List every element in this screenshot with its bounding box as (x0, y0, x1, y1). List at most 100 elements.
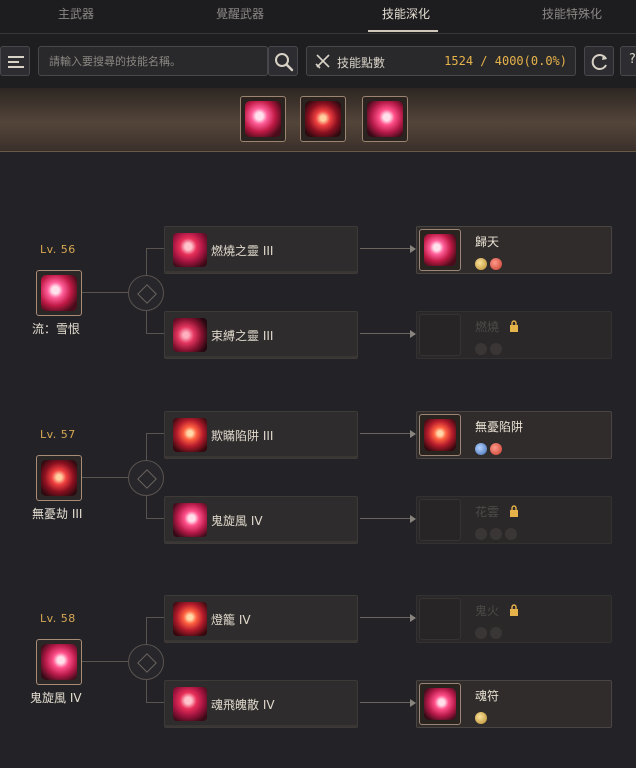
skill-icon-frame (419, 598, 461, 640)
buff-icon (475, 711, 487, 724)
skill-node-name: 魂飛魄散 IV (211, 698, 275, 712)
skill-node-name: 鬼旋風 IV (211, 514, 263, 528)
help-label: ? (629, 52, 636, 67)
effect-badges (475, 523, 520, 540)
banner-skill-slot-2[interactable] (300, 96, 346, 142)
root-skill-slot[interactable] (36, 455, 82, 501)
skill-node[interactable]: 束縛之靈 III (164, 311, 358, 359)
level-label: Lv. 58 (40, 612, 76, 625)
refresh-icon (591, 54, 607, 70)
connector (146, 433, 164, 434)
attack-icon (490, 442, 502, 455)
connector (82, 292, 130, 293)
flame-skill-icon (305, 101, 341, 137)
effect-badges (475, 253, 505, 270)
skill-node[interactable]: 燈籠 IV (164, 595, 358, 643)
spirit-skill-icon (424, 234, 456, 266)
search-input[interactable] (39, 47, 267, 75)
buff-icon (475, 527, 487, 540)
guard-icon (475, 442, 487, 455)
tab-main-weapon[interactable]: 主武器 (58, 7, 95, 21)
level-label: Lv. 57 (40, 428, 76, 441)
root-skill-name: 流：雪恨 (32, 322, 81, 336)
effect-badges (475, 438, 505, 455)
arrow-icon (360, 699, 416, 707)
root-skill-slot[interactable] (36, 639, 82, 685)
enhanced-skill-card[interactable]: 魂符 (416, 680, 612, 728)
skill-node-name: 燃燒之靈 III (211, 244, 274, 258)
trap-skill-icon (173, 418, 207, 452)
connector (146, 248, 164, 249)
branch-hub (128, 275, 164, 311)
level-label: Lv. 56 (40, 243, 76, 256)
buff-icon (475, 626, 487, 639)
search-icon (275, 53, 294, 72)
enhanced-skill-name: 花雲 (475, 505, 500, 519)
spirit-skill-icon (173, 233, 207, 267)
connector (146, 333, 164, 334)
skill-icon-frame (419, 229, 461, 271)
enhanced-skill-card[interactable]: 無憂陷阱 (416, 411, 612, 459)
search-button[interactable] (268, 46, 298, 76)
enhanced-skill-name: 鬼火 (475, 604, 500, 618)
skill-node[interactable]: 燃燒之靈 III (164, 226, 358, 274)
connector (82, 477, 130, 478)
skill-node[interactable]: 欺瞞陷阱 III (164, 411, 358, 459)
skill-node[interactable]: 鬼旋風 IV (164, 496, 358, 544)
banner-skill-slot-1[interactable] (240, 96, 286, 142)
tab-skill-enhancement[interactable]: 技能深化 (382, 7, 431, 21)
lantern-skill-icon (173, 602, 207, 636)
special-icon (505, 527, 517, 540)
enhanced-skill-card-locked[interactable]: 鬼火 (416, 595, 612, 643)
enhanced-skill-name: 無憂陷阱 (475, 420, 524, 434)
enhanced-skill-card-locked[interactable]: 燃燒 (416, 311, 612, 359)
banner-skill-slot-3[interactable] (362, 96, 408, 142)
tab-bar: 主武器 覺醒武器 技能深化 技能特殊化 (0, 0, 636, 34)
lock-icon (510, 604, 518, 616)
buff-icon (475, 342, 487, 355)
whirlwind-skill-icon (173, 503, 207, 537)
buff-icon (475, 257, 487, 270)
skill-points-display: 技能點數 1524 / 4000(0.0%) (306, 46, 576, 76)
search-box (38, 46, 268, 76)
branch-hub (128, 460, 164, 496)
connector (82, 661, 130, 662)
skill-node[interactable]: 魂飛魄散 IV (164, 680, 358, 728)
skill-icon-frame (419, 683, 461, 725)
enhanced-skill-name: 燃燒 (475, 320, 500, 334)
enhanced-skill-card[interactable]: 歸天 (416, 226, 612, 274)
skill-points-value: 1524 / 4000(0.0%) (444, 54, 567, 68)
connector (146, 617, 164, 618)
skill-preset-banner (0, 88, 636, 152)
effect-badges (475, 622, 505, 639)
lock-icon (510, 320, 518, 332)
attack-icon (490, 626, 502, 639)
attack-icon (490, 342, 502, 355)
skill-icon-frame (419, 499, 461, 541)
attack-icon (490, 527, 502, 540)
skill-icon-frame (419, 314, 461, 356)
toolbar: 技能點數 1524 / 4000(0.0%) ? (0, 34, 636, 88)
menu-icon (8, 56, 24, 58)
effect-badges (475, 707, 490, 724)
root-skill-slot[interactable] (36, 270, 82, 316)
connector (146, 680, 147, 702)
tab-skill-specialization[interactable]: 技能特殊化 (542, 7, 603, 21)
lock-icon (510, 505, 518, 517)
connector (146, 496, 147, 518)
skill-icon-frame (419, 414, 461, 456)
active-tab-indicator (368, 30, 438, 32)
effect-badges (475, 338, 505, 355)
menu-button[interactable] (0, 46, 30, 76)
whirlwind-skill-icon (367, 101, 403, 137)
enhanced-skill-name: 魂符 (475, 689, 500, 703)
help-button[interactable]: ? (620, 46, 636, 76)
reset-button[interactable] (584, 46, 614, 76)
connector (146, 311, 147, 333)
connector (146, 518, 164, 519)
branch-hub (128, 644, 164, 680)
root-skill-name: 鬼旋風 IV (30, 691, 82, 705)
tab-awakening-weapon[interactable]: 覺醒武器 (216, 7, 265, 21)
whirlwind-skill-icon (41, 644, 77, 680)
enhanced-skill-card-locked[interactable]: 花雲 (416, 496, 612, 544)
